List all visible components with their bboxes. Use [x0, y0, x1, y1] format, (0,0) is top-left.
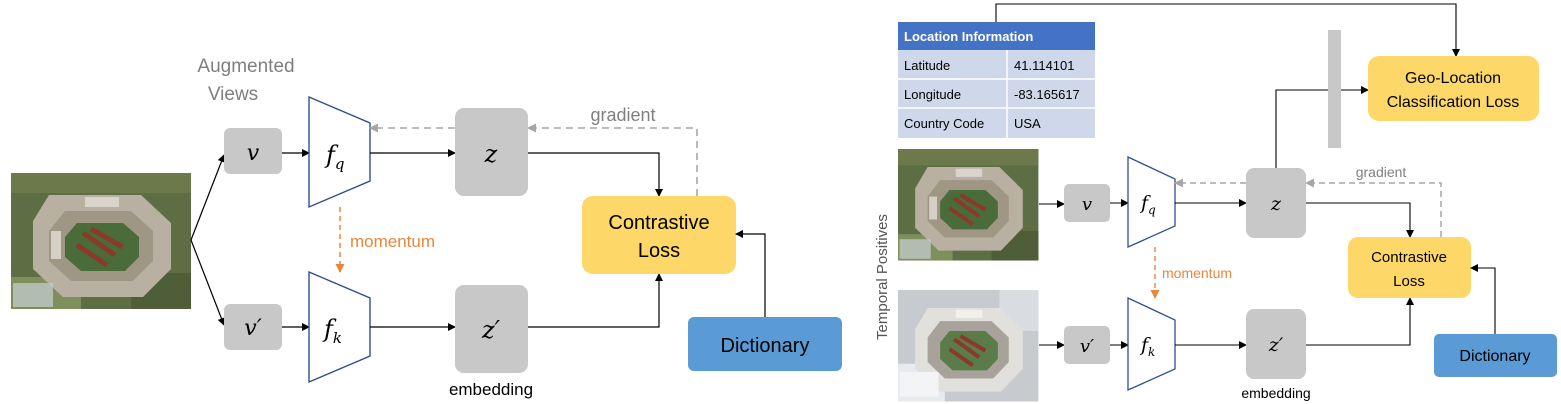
view-q-box-right [1064, 184, 1110, 222]
gradient-arrow-right-1 [1305, 178, 1442, 237]
contrastive-loss-box-left [582, 196, 736, 274]
embed-q-label-right: z [1270, 193, 1282, 215]
satellite-image-left [11, 173, 191, 309]
arrow-zk-loss-right [1306, 297, 1414, 346]
dictionary-box-left [688, 317, 842, 371]
contrastive-loss-line2-right: Loss [1393, 273, 1425, 290]
arrow-dict-loss-left [735, 230, 766, 317]
location-row-value: -83.165617 [1014, 87, 1080, 102]
view-q-box [224, 128, 282, 174]
view-k-label-right: v′ [1080, 336, 1094, 357]
location-table-header: Location Information [904, 29, 1033, 44]
view-q-label-right: v [1082, 194, 1092, 215]
location-row-key: Country Code [904, 116, 984, 131]
geo-loss-line2: Classification Loss [1387, 94, 1520, 111]
arrow-z-loss-right [1306, 202, 1414, 238]
momentum-label-right: momentum [1162, 265, 1232, 281]
gradient-label-right: gradient [1356, 164, 1407, 180]
location-table: Location Information Latitude 41.114101 … [898, 22, 1095, 138]
view-q-label: v [247, 141, 260, 166]
arrow-z-bar [1275, 89, 1333, 168]
augmented-views-label-line2: Views [208, 84, 258, 105]
arrow-dict-loss-right [1470, 264, 1496, 334]
dictionary-label-left: Dictionary [721, 335, 810, 357]
embedding-label-right: embedding [1241, 385, 1310, 401]
location-table-header-bg [898, 22, 1095, 50]
embed-q-box-right [1246, 168, 1306, 238]
right-panel: Location Information Latitude 41.114101 … [874, 3, 1557, 402]
concat-bar [1328, 30, 1341, 148]
location-row-value: USA [1014, 116, 1041, 131]
fanout-arrow-top [190, 154, 226, 241]
temporal-positives-label: Temporal Positives [874, 214, 891, 340]
encoder-k-shape-right [1127, 296, 1176, 392]
embedding-label-left: embedding [449, 380, 533, 399]
arrow-z-loss [528, 152, 663, 197]
satellite-image-right-bottom [898, 290, 1038, 402]
gradient-arrow-left-1 [527, 123, 698, 196]
view-k-box [224, 304, 282, 350]
gradient-label-left: gradient [590, 105, 655, 125]
embed-q-box [455, 108, 528, 196]
arrow-zk-loss [528, 273, 663, 328]
location-table-body-bg [898, 50, 1095, 138]
location-row-value: 41.114101 [1014, 58, 1075, 73]
contrastive-loss-line1-right: Contrastive [1371, 249, 1447, 266]
location-row-key: Longitude [904, 87, 961, 102]
encoder-q-shape [308, 95, 371, 209]
embed-k-label-right: z′ [1268, 334, 1284, 356]
geo-loss-line1: Geo-Location [1405, 70, 1501, 87]
contrastive-loss-box-right [1348, 237, 1471, 298]
contrastive-loss-line1-left: Contrastive [608, 212, 709, 234]
arrow-table-geo-loss [995, 3, 1460, 57]
encoder-q-shape-right [1127, 155, 1176, 249]
embed-k-box-right [1246, 309, 1306, 379]
left-panel: Augmented Views v v′ fq fk momentum z z′ [11, 56, 842, 399]
satellite-image-right-top [898, 149, 1038, 261]
dictionary-label-right: Dictionary [1459, 348, 1530, 365]
location-row-key: Latitude [904, 58, 950, 73]
encoder-q-label-right: fq [1139, 192, 1156, 217]
encoder-k-label-right: fk [1139, 334, 1155, 359]
geo-loss-box [1368, 56, 1539, 121]
view-k-box-right [1064, 326, 1110, 364]
embed-k-box [455, 285, 528, 373]
momentum-label-left: momentum [350, 232, 435, 251]
encoder-k-shape [308, 270, 371, 384]
embed-q-label: z [484, 140, 498, 168]
contrastive-loss-line2-left: Loss [638, 240, 680, 262]
view-k-label: v′ [244, 316, 261, 341]
augmented-views-label-line1: Augmented [197, 56, 294, 77]
dictionary-box-right [1434, 334, 1557, 377]
embed-k-label: z′ [481, 316, 501, 344]
fanout-arrow-bottom [190, 239, 226, 326]
